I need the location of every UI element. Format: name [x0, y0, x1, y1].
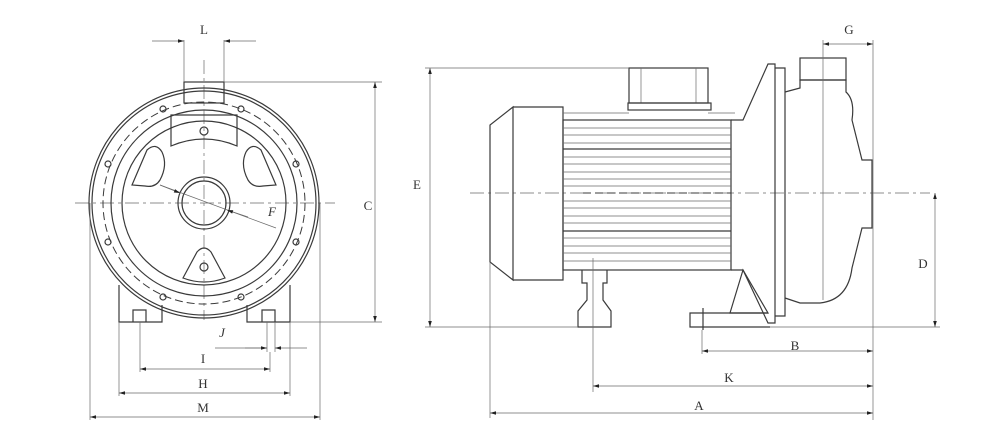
bracket-foot-web	[729, 268, 770, 314]
dim-label-M: M	[197, 400, 209, 415]
bottom-screw	[199, 262, 209, 272]
dim-label-D: D	[918, 256, 927, 271]
dimension-C: C	[224, 81, 382, 323]
dimension-D: D	[770, 193, 940, 328]
fan-cover	[489, 105, 564, 282]
dimension-J: J	[215, 322, 307, 352]
motor-body	[562, 119, 732, 271]
inner-ring	[110, 109, 298, 297]
volute-casing	[784, 79, 873, 304]
pump-foot	[689, 312, 770, 328]
side-view: E G D B K A	[413, 22, 940, 420]
junction-box-base	[627, 102, 712, 111]
bottom-lug	[182, 247, 226, 283]
feet	[118, 285, 291, 323]
dimension-M: M	[89, 203, 321, 420]
motor-bracket	[731, 63, 776, 324]
dimension-H: H	[118, 322, 291, 396]
dimension-F: F	[159, 184, 277, 229]
flange-edge	[91, 90, 317, 316]
right-lug	[242, 145, 277, 187]
shaft-bore-outer	[177, 176, 231, 230]
shaft-bore	[181, 180, 227, 226]
dim-label-H: H	[198, 376, 207, 391]
dim-label-F: F	[267, 204, 277, 219]
dim-label-E: E	[413, 177, 421, 192]
bolt-circle	[102, 101, 306, 305]
outer-flange	[88, 87, 320, 319]
dim-label-K: K	[724, 370, 734, 385]
foot-slots	[132, 309, 276, 322]
dim-label-L: L	[200, 22, 208, 37]
dimension-A: A	[489, 262, 873, 418]
top-boss	[170, 114, 238, 147]
dim-label-G: G	[844, 22, 853, 37]
dimension-L: L	[152, 22, 256, 82]
motor-foot	[577, 270, 612, 328]
dim-label-A: A	[694, 398, 704, 413]
flange-plate	[775, 67, 786, 317]
bolt-holes	[104, 105, 300, 301]
dimension-E: E	[413, 67, 629, 328]
dim-label-J: J	[219, 325, 226, 340]
dimension-I: I	[139, 322, 271, 372]
dimension-G: G	[822, 22, 874, 420]
top-screw	[199, 126, 209, 136]
dim-label-C: C	[364, 198, 373, 213]
dim-label-B: B	[791, 338, 800, 353]
dimension-B: B	[701, 330, 873, 354]
motor-fins	[563, 112, 735, 262]
casing-plate	[121, 120, 287, 286]
left-lug	[131, 145, 166, 187]
outlet-port	[183, 81, 225, 104]
dimension-K: K	[592, 258, 873, 392]
dim-label-I: I	[201, 351, 205, 366]
front-view: L C F J I H	[75, 22, 382, 420]
